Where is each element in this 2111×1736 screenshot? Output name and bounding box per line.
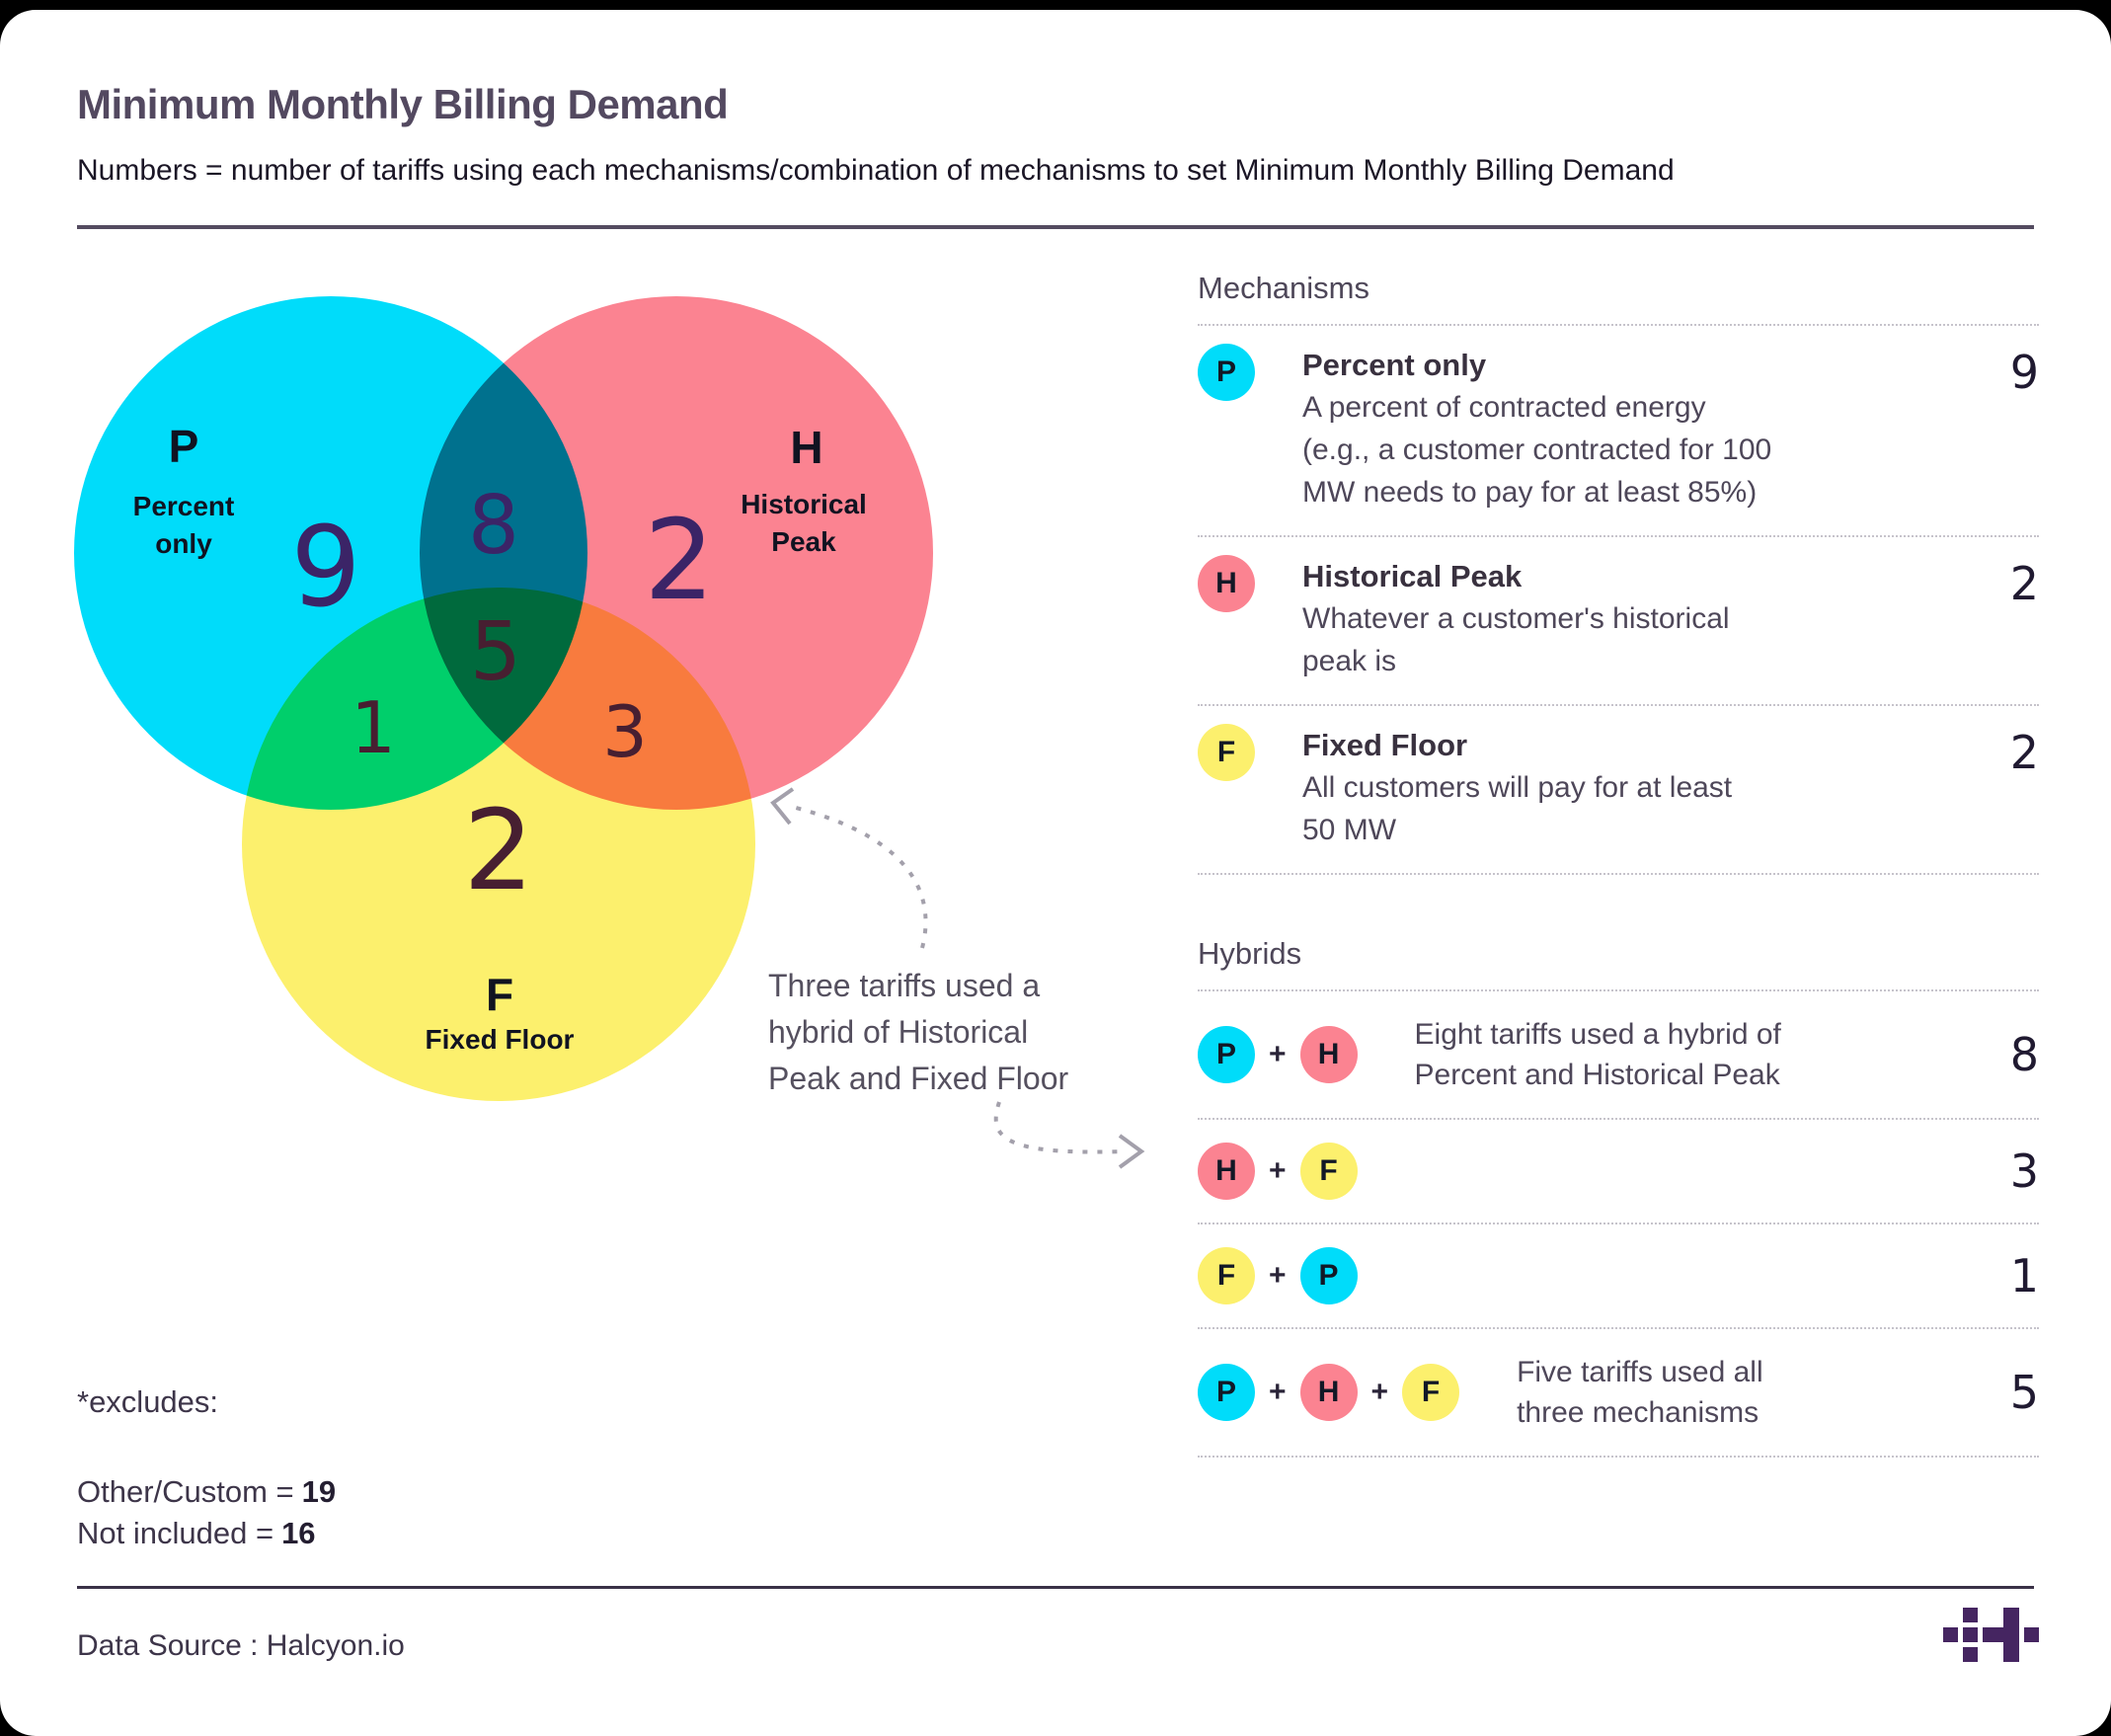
badge-p: P	[1198, 344, 1255, 401]
hybrid-row-h-f: H + F 3	[1198, 1120, 2039, 1224]
hybrid-value: 3	[2009, 1144, 2039, 1198]
mechanism-description: A percent of contracted energy (e.g., a …	[1302, 391, 1772, 509]
mechanism-description: All customers will pay for at least 50 M…	[1302, 771, 1733, 846]
badge-h: H	[1299, 1026, 1358, 1083]
plus-sign: +	[1269, 1259, 1287, 1292]
hybrid-value: 8	[2009, 1028, 2039, 1081]
mechanisms-section: Mechanisms P Percent only A percent of c…	[1198, 271, 2039, 875]
venn-value-p-h-f: 5	[469, 605, 522, 699]
excludes-value: 16	[281, 1516, 316, 1550]
hybrid-badges: H + F	[1198, 1143, 1358, 1200]
plus-sign: +	[1269, 1038, 1287, 1070]
venn-diagram: P Percent only H Historical Peak F Fixed…	[0, 0, 1185, 1284]
venn-value-f-only: 2	[463, 787, 534, 915]
venn-value-p-h: 8	[467, 479, 520, 573]
header-divider	[77, 225, 2034, 229]
venn-letter-p: P	[168, 421, 199, 472]
venn-letter-h: H	[790, 422, 823, 473]
logo-square	[1943, 1627, 1958, 1642]
hybrids-heading: Hybrids	[1198, 936, 1302, 971]
venn-value-h-only: 2	[644, 497, 715, 625]
dotted-divider	[1198, 989, 2039, 991]
logo-square	[1963, 1627, 1978, 1642]
logo-square	[1963, 1608, 1978, 1622]
dotted-divider	[1198, 324, 2039, 326]
excludes-other-custom: Other/Custom =19	[77, 1471, 531, 1513]
venn-value-p-f: 1	[351, 686, 396, 769]
venn-label-historical-peak: Historical Peak	[741, 489, 867, 557]
plus-sign: +	[1269, 1376, 1287, 1408]
mechanism-text: Fixed Floor All customers will pay for a…	[1302, 724, 1974, 851]
mechanisms-heading: Mechanisms	[1198, 271, 1369, 305]
hybrid-badges: F + P	[1198, 1247, 1358, 1304]
mechanism-description: Whatever a customer's historical peak is	[1302, 602, 1730, 677]
excludes-not-included: Not included =16	[77, 1513, 531, 1554]
hybrids-section: Hybrids P + H Eight tariffs used a hybri…	[1198, 936, 2039, 1458]
badge-f: F	[1198, 724, 1255, 781]
hybrid-note: Five tariffs used all three mechanisms	[1517, 1356, 1763, 1429]
data-source: Data Source : Halcyon.io	[77, 1629, 405, 1662]
badge-p: P	[1198, 1364, 1255, 1421]
mechanism-row-percent: P Percent only A percent of contracted e…	[1198, 326, 2039, 537]
mechanism-value: 2	[2009, 557, 2039, 610]
mechanism-value: 9	[2009, 346, 2039, 399]
logo-arm	[1983, 1627, 2003, 1642]
mechanism-row-historical: H Historical Peak Whatever a customer's …	[1198, 537, 2039, 706]
hybrid-row-p-h: P + H Eight tariffs used a hybrid of Per…	[1198, 991, 2039, 1120]
excludes-label: Not included =	[77, 1516, 274, 1550]
logo-square	[1963, 1647, 1978, 1662]
halcyon-logo-icon	[1943, 1608, 2040, 1662]
page-title: Minimum Monthly Billing Demand	[77, 81, 729, 127]
excludes-label: Other/Custom =	[77, 1474, 294, 1509]
hybrid-badges: P + H + F	[1198, 1364, 1460, 1421]
badge-column: F	[1198, 724, 1302, 851]
badge-h: H	[1299, 1364, 1358, 1421]
hybrid-badges: P + H	[1198, 1026, 1358, 1083]
mechanism-title: Fixed Floor	[1302, 728, 1468, 762]
plus-sign: +	[1370, 1376, 1389, 1408]
mechanism-value: 2	[2009, 726, 2039, 779]
badge-column: P	[1198, 344, 1302, 513]
venn-label-percent-only: Percent only	[132, 491, 235, 559]
footer-divider	[77, 1586, 2034, 1589]
badge-p: P	[1198, 1026, 1255, 1083]
badge-h: H	[1198, 1143, 1255, 1200]
plus-sign: +	[1269, 1154, 1287, 1187]
hybrid-note: Eight tariffs used a hybrid of Percent a…	[1414, 1018, 1781, 1091]
badge-column: H	[1198, 555, 1302, 682]
page-subtitle: Numbers = number of tariffs using each m…	[77, 154, 1675, 187]
logo-bar	[2003, 1608, 2019, 1662]
badge-f: F	[1198, 1247, 1255, 1304]
hybrid-value: 5	[2009, 1366, 2039, 1419]
hybrid-row-f-p: F + P 1	[1198, 1224, 2039, 1329]
badge-f: F	[1402, 1364, 1460, 1421]
badge-h: H	[1198, 555, 1255, 612]
venn-circle-fixed	[242, 588, 755, 1101]
venn-value-h-f: 3	[602, 690, 648, 773]
annotation-text: Three tariffs used a hybrid of Historica…	[768, 968, 1069, 1096]
badge-f: F	[1299, 1143, 1358, 1200]
mechanism-text: Historical Peak Whatever a customer's hi…	[1302, 555, 1974, 682]
excludes-value: 19	[301, 1474, 337, 1509]
excludes-block: *excludes: Other/Custom =19 Not included…	[77, 1384, 531, 1554]
venn-letter-f: F	[485, 969, 514, 1020]
venn-label-fixed-floor: Fixed Floor	[425, 1024, 575, 1055]
badge-p: P	[1299, 1247, 1358, 1304]
venn-value-p-only: 9	[290, 504, 361, 632]
mechanism-text: Percent only A percent of contracted ene…	[1302, 344, 1974, 513]
hybrid-row-p-h-f: P + H + F Five tariffs used all three me…	[1198, 1329, 2039, 1458]
logo-square	[2024, 1627, 2039, 1642]
hybrid-value: 1	[2009, 1249, 2039, 1302]
mechanism-title: Historical Peak	[1302, 559, 1523, 593]
mechanism-row-fixed: F Fixed Floor All customers will pay for…	[1198, 706, 2039, 875]
excludes-heading: *excludes:	[77, 1384, 219, 1419]
side-panel: Mechanisms P Percent only A percent of c…	[1198, 271, 2039, 1458]
mechanism-title: Percent only	[1302, 348, 1487, 382]
